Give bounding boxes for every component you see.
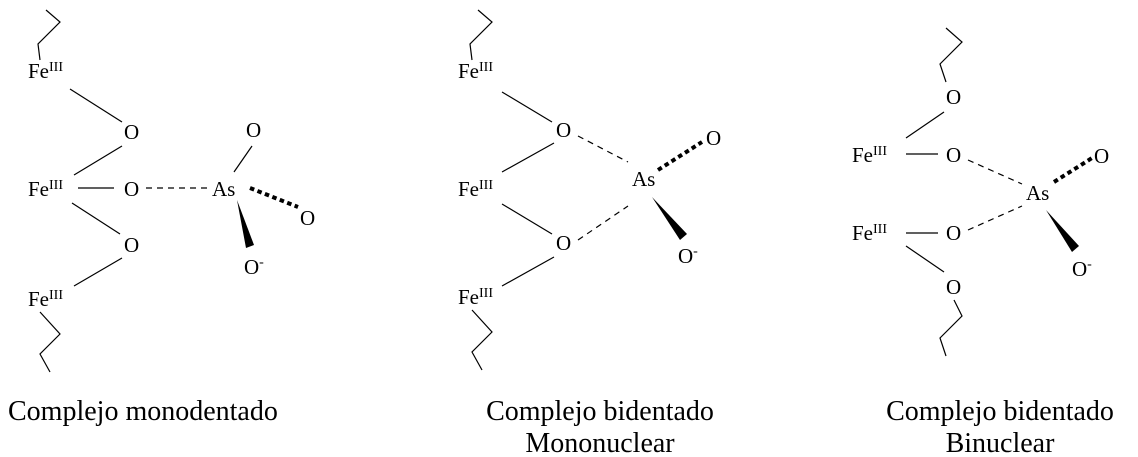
oxygen-atom: O xyxy=(124,177,139,201)
fe-atom: FeIII xyxy=(28,59,63,83)
fe-atom: FeIII xyxy=(28,177,63,201)
oxygen-atom: O xyxy=(1094,144,1109,168)
oxygen-atom: O xyxy=(556,118,571,142)
oxygen-atom: O xyxy=(946,221,961,245)
fe-atom: FeIII xyxy=(458,177,493,201)
oxide-atom: O- xyxy=(1072,257,1092,281)
panel-bidentate-mononuclear: FeIII O FeIII As O O- O FeIII xyxy=(458,9,721,371)
oxide-atom: O- xyxy=(678,244,698,268)
chain-bottom xyxy=(471,309,493,371)
bond xyxy=(233,145,253,173)
solid-wedge-bond xyxy=(652,197,687,240)
arsenic-atom: As xyxy=(632,167,655,191)
chain-top xyxy=(37,9,61,61)
arsenic-atom: As xyxy=(1026,181,1049,205)
caption-monodentate: Complejo monodentado xyxy=(8,396,278,427)
panel-bidentate-binuclear: O FeIII O As O O- FeIII O O xyxy=(852,27,1109,357)
oxygen-atom: O xyxy=(124,120,139,144)
oxygen-atom: O xyxy=(246,118,261,142)
chain-top xyxy=(469,9,493,61)
chain-top xyxy=(939,27,963,83)
bond xyxy=(501,203,553,235)
dashed-bond xyxy=(967,205,1023,231)
oxygen-atom: O xyxy=(946,143,961,167)
solid-wedge-bond xyxy=(237,200,254,248)
fe-atom: FeIII xyxy=(28,287,63,311)
arsenic-atom: As xyxy=(212,177,235,201)
bond xyxy=(905,111,945,139)
bond xyxy=(73,145,123,176)
oxygen-atom: O xyxy=(946,85,961,109)
bond xyxy=(501,256,555,287)
caption-bidentate-mononuclear-line2: Mononuclear xyxy=(525,428,675,457)
chain-bottom xyxy=(39,311,61,373)
bond xyxy=(71,202,121,235)
panel-monodentate: FeIII O FeIII O As O O O- O FeIII xyxy=(28,9,315,373)
solid-wedge-bond xyxy=(1046,210,1079,252)
oxygen-atom: O xyxy=(556,231,571,255)
hashed-wedge-bond xyxy=(1052,156,1094,184)
dashed-bond xyxy=(577,135,629,163)
fe-atom: FeIII xyxy=(458,59,493,83)
oxygen-atom: O xyxy=(124,233,139,257)
fe-atom: FeIII xyxy=(852,221,887,245)
hashed-wedge-bond xyxy=(249,186,299,209)
fe-atom: FeIII xyxy=(458,285,493,309)
caption-bidentate-binuclear-line1: Complejo bidentado xyxy=(886,396,1114,427)
dashed-bond xyxy=(577,205,629,241)
fe-atom: FeIII xyxy=(852,143,887,167)
oxide-atom: O- xyxy=(244,255,264,279)
oxygen-atom: O xyxy=(946,275,961,299)
caption-bidentate-binuclear-line2: Binuclear xyxy=(946,428,1056,457)
bond xyxy=(69,88,123,123)
caption-bidentate-mononuclear-line1: Complejo bidentado xyxy=(486,396,714,427)
dashed-bond xyxy=(967,159,1023,185)
bond xyxy=(905,245,945,273)
bond xyxy=(501,91,553,123)
bond xyxy=(501,142,555,173)
oxygen-atom: O xyxy=(706,126,721,150)
hashed-wedge-bond xyxy=(656,140,704,172)
chain-bottom xyxy=(939,299,963,357)
oxygen-atom: O xyxy=(300,206,315,230)
bond xyxy=(73,257,123,287)
